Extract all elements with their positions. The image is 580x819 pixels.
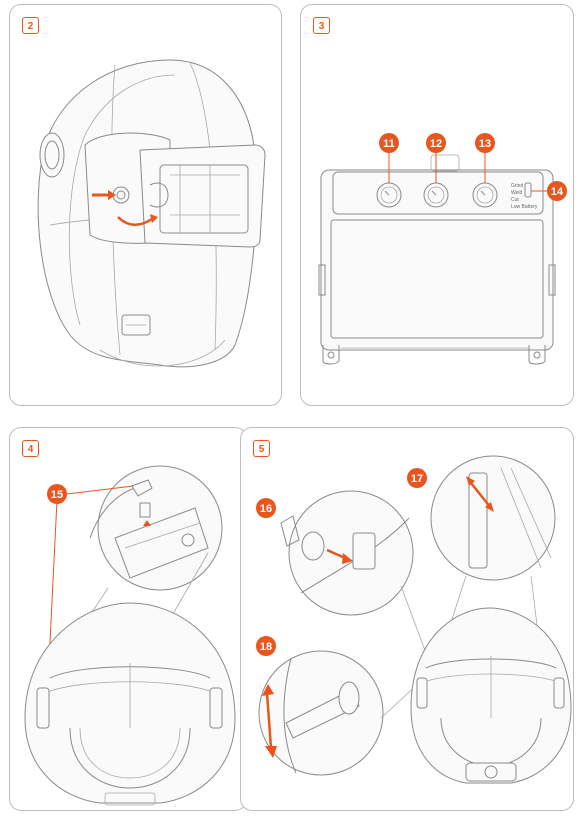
callout-15: 15: [47, 484, 67, 504]
step-2-panel: 2: [9, 4, 282, 406]
step-5-panel: 5: [240, 427, 574, 811]
step-number-4: 4: [22, 440, 39, 457]
mode-label: Grind: [511, 183, 523, 189]
svg-text:18: 18: [260, 641, 272, 653]
svg-text:12: 12: [430, 138, 442, 150]
battery-cable-illustration: 15: [24, 465, 236, 806]
adf-cassette-illustration: Grind Weld Cut Low Battery 11 12 13 14: [318, 133, 567, 365]
svg-text:13: 13: [479, 138, 491, 150]
step-number-2: 2: [22, 17, 39, 34]
callout-11: 11: [379, 133, 399, 153]
svg-text:16: 16: [260, 503, 272, 515]
callout-13: 13: [475, 133, 495, 153]
callout-12: 12: [426, 133, 446, 153]
callout-16: 16: [256, 498, 276, 518]
delay-dial[interactable]: [472, 182, 498, 208]
shade-dial[interactable]: [376, 182, 402, 208]
callout-14: 14: [547, 181, 567, 201]
step-number-5: 5: [253, 440, 270, 457]
svg-text:15: 15: [51, 489, 63, 501]
svg-text:17: 17: [411, 473, 423, 485]
mode-label: Weld: [511, 190, 523, 196]
sensitivity-dial[interactable]: [423, 182, 449, 208]
svg-text:14: 14: [551, 186, 564, 198]
headgear-adjustment-illustration: 16 17 18: [256, 455, 572, 784]
svg-text:11: 11: [383, 138, 395, 150]
helmet-side-illustration: [37, 59, 266, 368]
mode-label: Cut: [511, 197, 519, 203]
step-3-panel: 3 Grind Weld Cut Lo: [300, 4, 574, 406]
step-number-3: 3: [313, 17, 330, 34]
mode-label: Low Battery: [511, 204, 538, 210]
mode-button[interactable]: [524, 182, 532, 198]
callout-17: 17: [407, 468, 427, 488]
callout-18: 18: [256, 636, 276, 656]
step-4-panel: 4 15: [9, 427, 247, 811]
